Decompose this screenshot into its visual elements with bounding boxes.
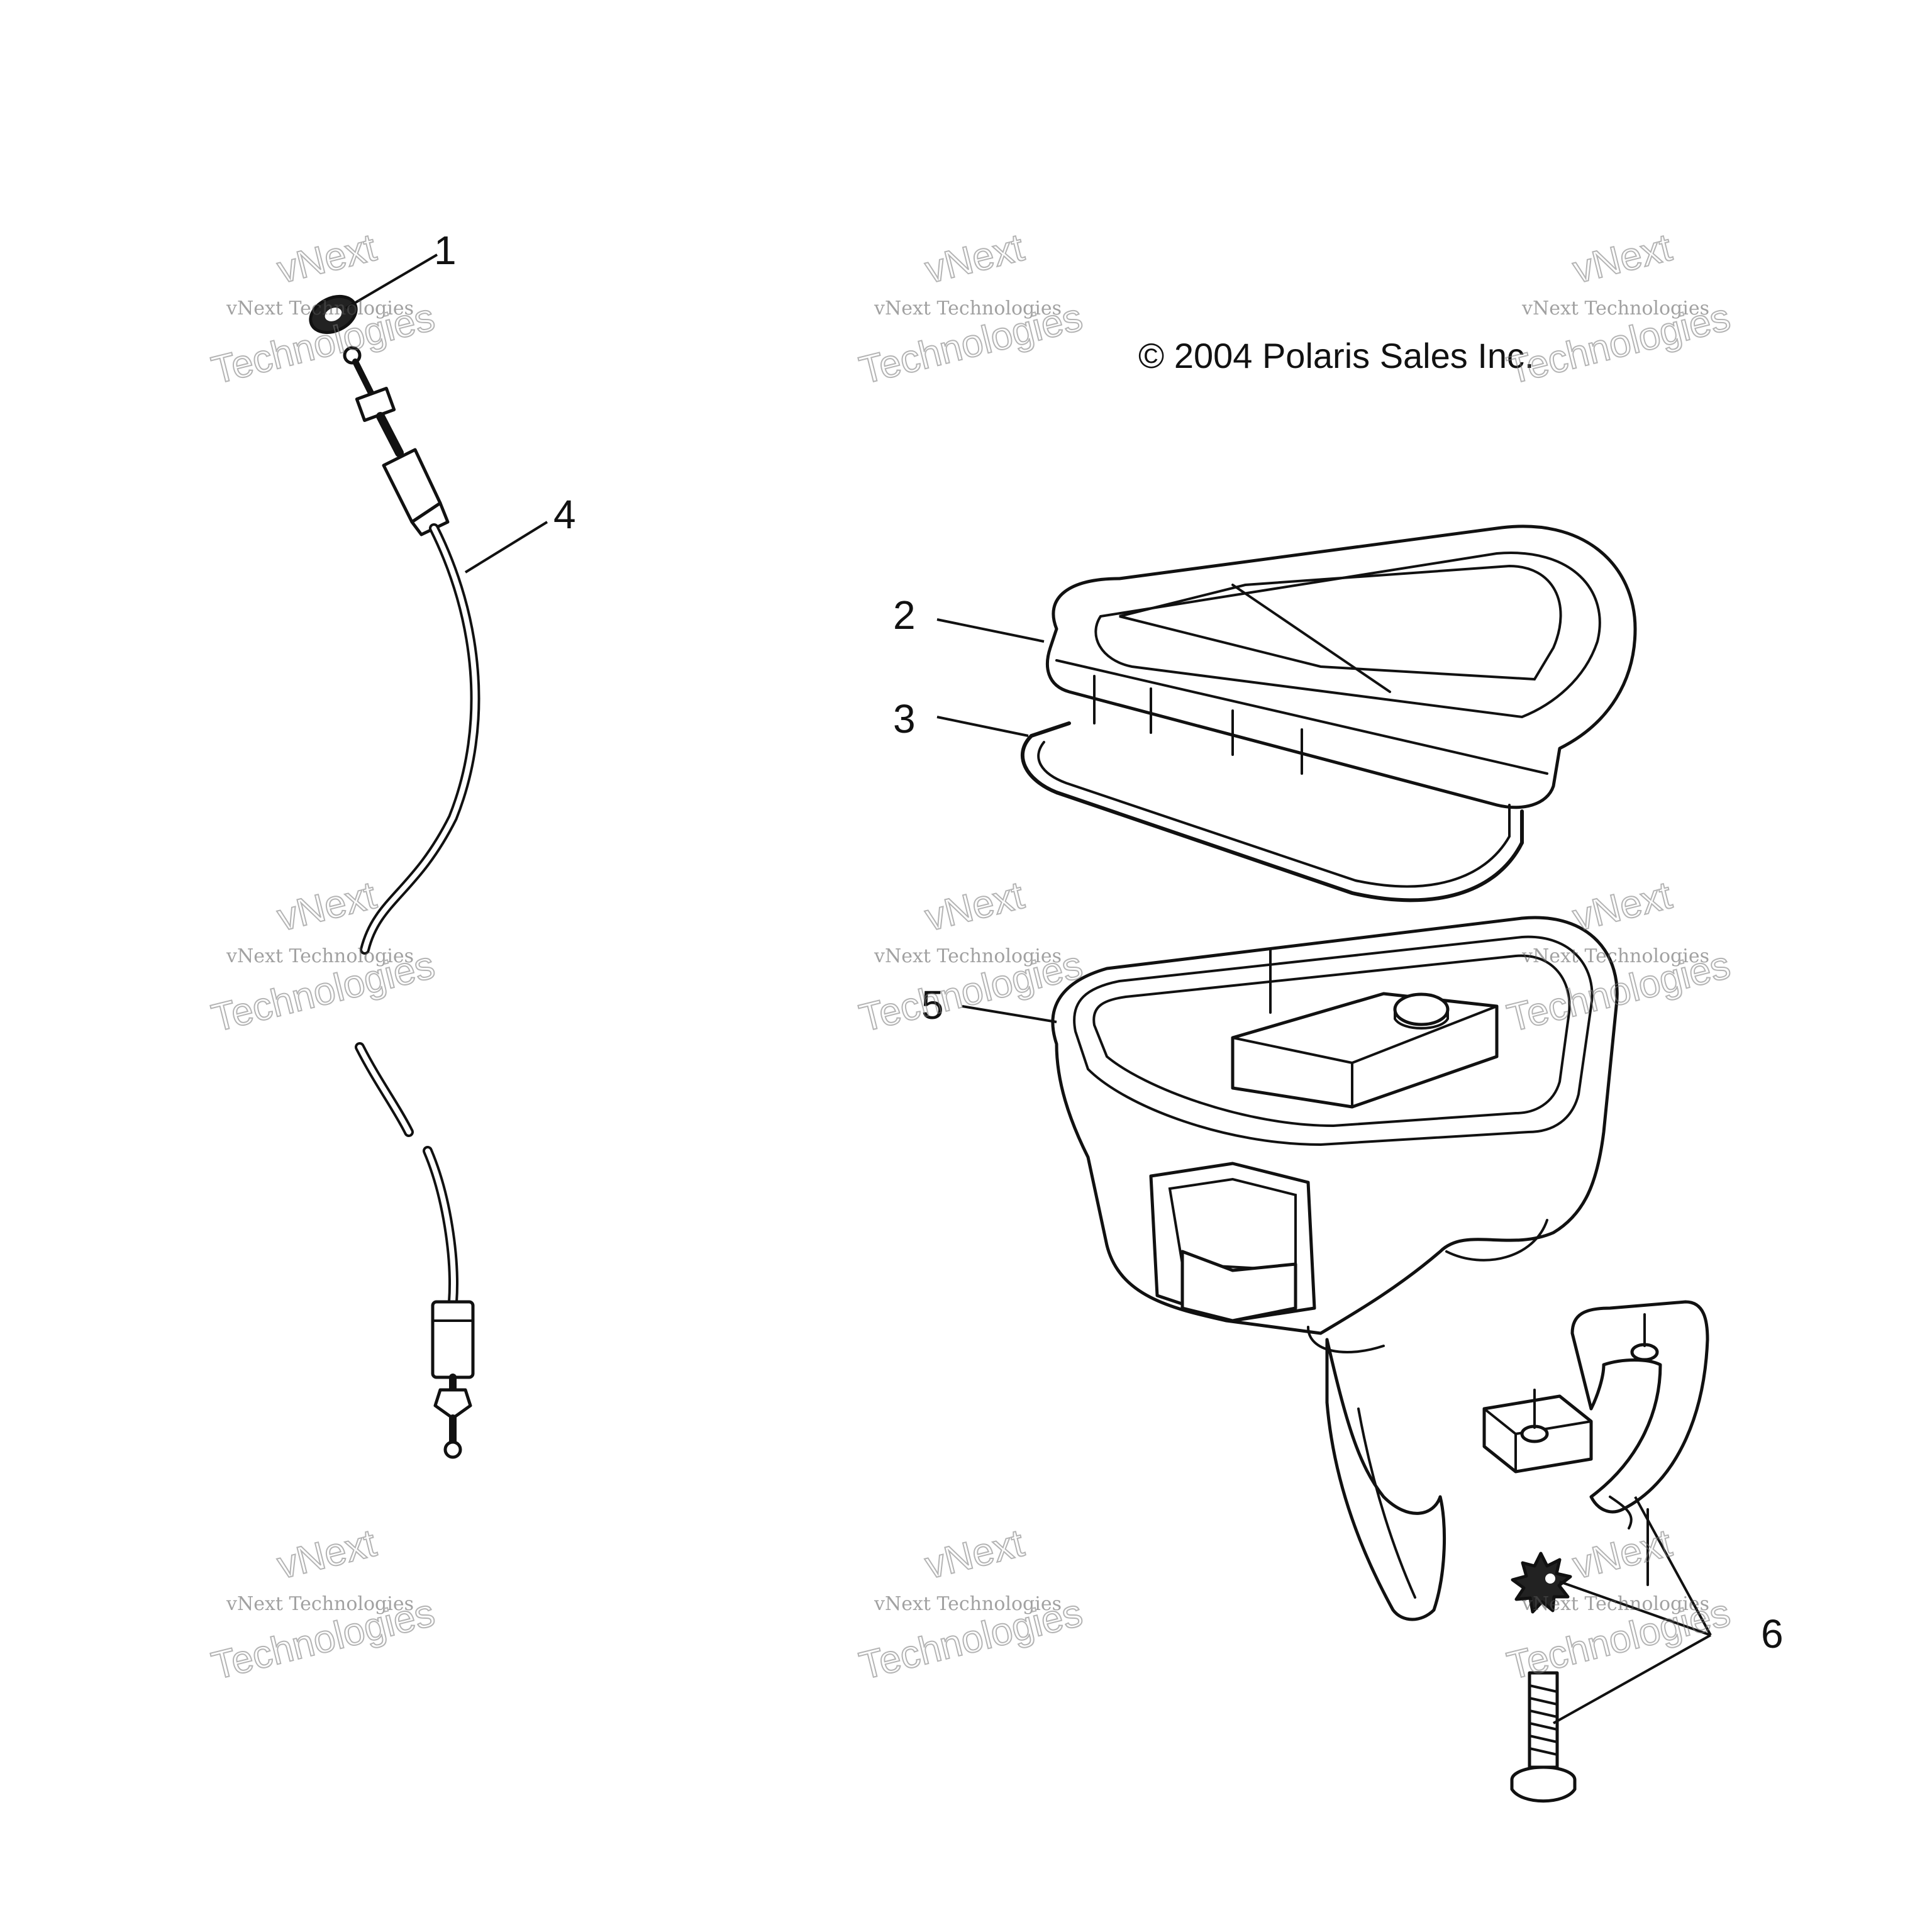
part-3-gasket	[1020, 721, 1524, 902]
copyright-notice: © 2004 Polaris Sales Inc.	[1138, 336, 1535, 375]
watermark: vNext vNext Technologies Technologies	[855, 1521, 1087, 1689]
leader-5	[962, 1005, 1057, 1023]
part-1-nut	[309, 294, 358, 335]
watermark: vNext vNext Technologies Technologies	[207, 873, 440, 1041]
svg-text:vNext Technologies: vNext Technologies	[226, 945, 414, 967]
watermark: vNext vNext Technologies Technologies	[855, 225, 1087, 393]
part-4-cable	[343, 346, 480, 1459]
svg-text:vNext: vNext	[921, 226, 1028, 292]
leader-2	[936, 618, 1045, 643]
watermark: vNext vNext Technologies Technologies	[207, 1521, 440, 1689]
svg-text:vNext: vNext	[921, 1521, 1028, 1587]
svg-text:vNext: vNext	[1568, 226, 1675, 292]
leader-lines	[345, 253, 1712, 1724]
svg-text:vNext: vNext	[921, 874, 1028, 940]
leader-4	[464, 521, 548, 574]
svg-text:vNext Technologies: vNext Technologies	[1521, 297, 1709, 319]
leader-3	[936, 716, 1029, 737]
callout-6: 6	[1761, 1611, 1784, 1657]
callout-5: 5	[921, 982, 944, 1028]
svg-text:vNext: vNext	[273, 226, 380, 292]
callout-4: 4	[553, 492, 576, 537]
svg-text:vNext Technologies: vNext Technologies	[1521, 945, 1709, 967]
svg-text:vNext: vNext	[1568, 1521, 1675, 1587]
leader-6b	[1559, 1580, 1711, 1636]
watermark: vNext vNext Technologies Technologies	[1502, 1521, 1735, 1689]
callout-labels: 1 2 3 4 5 6	[434, 228, 1784, 1657]
leader-6c	[1553, 1634, 1711, 1724]
svg-text:vNext Technologies: vNext Technologies	[874, 945, 1062, 967]
svg-text:vNext Technologies: vNext Technologies	[226, 1593, 414, 1615]
svg-text:vNext Technologies: vNext Technologies	[874, 1593, 1062, 1615]
watermark: vNext vNext Technologies Technologies	[1502, 225, 1735, 393]
svg-text:vNext: vNext	[273, 1521, 380, 1587]
watermark: vNext vNext Technologies Technologies	[207, 225, 440, 393]
callout-2: 2	[893, 592, 916, 638]
callout-1: 1	[434, 228, 457, 273]
svg-text:vNext: vNext	[1568, 874, 1675, 940]
watermark: vNext vNext Technologies Technologies	[1502, 873, 1735, 1041]
leader-1	[345, 253, 438, 309]
part-2-cover	[1045, 525, 1637, 809]
part-6-clamp	[1482, 1300, 1709, 1803]
part-5-housing	[1051, 916, 1619, 1621]
svg-text:vNext Technologies: vNext Technologies	[1521, 1593, 1709, 1615]
callout-3: 3	[893, 696, 916, 741]
svg-text:vNext Technologies: vNext Technologies	[226, 297, 414, 319]
svg-text:vNext: vNext	[273, 874, 380, 940]
svg-text:vNext Technologies: vNext Technologies	[874, 297, 1062, 319]
leader-6a	[1634, 1496, 1712, 1636]
